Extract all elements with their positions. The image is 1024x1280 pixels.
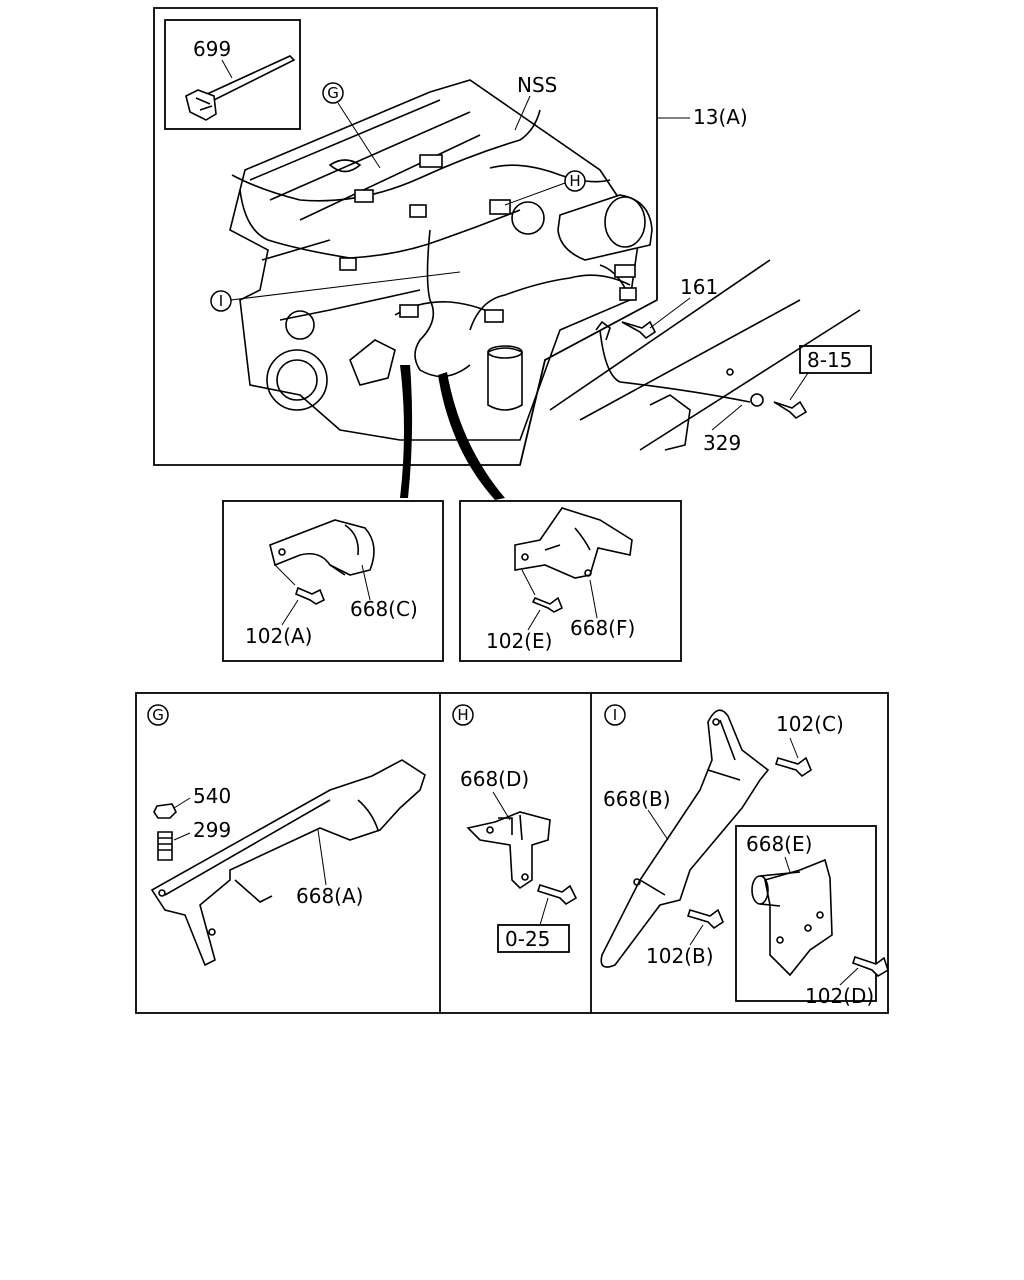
frame-rail-ground-cable bbox=[549, 259, 861, 451]
detail-668c-frame bbox=[222, 500, 444, 662]
label-668b: 668(B) bbox=[603, 787, 671, 811]
detail-panel-frame bbox=[135, 692, 889, 1014]
bolt-161 bbox=[621, 320, 657, 340]
view-marker-h-top-letter: H bbox=[569, 172, 580, 190]
inset-699-frame bbox=[164, 19, 301, 130]
bolt-8-15 bbox=[773, 400, 808, 420]
leader-to-668f bbox=[438, 372, 505, 500]
bracket-668f bbox=[514, 507, 633, 613]
view-marker-g-top bbox=[322, 82, 344, 104]
label-668d: 668(D) bbox=[460, 767, 529, 791]
label-nss: NSS bbox=[517, 73, 557, 97]
label-668f: 668(F) bbox=[570, 616, 635, 640]
view-marker-h bbox=[452, 704, 474, 726]
subview-668e-frame bbox=[735, 825, 877, 1002]
stud-299 bbox=[157, 831, 173, 861]
main-view-frame bbox=[153, 7, 658, 466]
ref-box-0-25 bbox=[497, 924, 570, 953]
label-102e: 102(E) bbox=[486, 629, 552, 653]
label-102c: 102(C) bbox=[776, 712, 844, 736]
label-8-15: 8-15 bbox=[807, 348, 852, 372]
main-engine-view: 699 bbox=[153, 7, 748, 466]
view-marker-i bbox=[604, 704, 626, 726]
view-marker-i-top bbox=[210, 290, 232, 312]
label-102a: 102(A) bbox=[245, 624, 312, 648]
bracket-668e bbox=[764, 858, 833, 977]
label-13a: 13(A) bbox=[693, 105, 748, 129]
label-299: 299 bbox=[193, 818, 231, 842]
bracket-668d bbox=[466, 811, 551, 890]
section-i: I bbox=[600, 704, 889, 1002]
view-marker-g bbox=[147, 704, 169, 726]
wiring-harness bbox=[231, 109, 637, 378]
label-668e: 668(E) bbox=[746, 832, 812, 856]
bracket-668a bbox=[150, 759, 426, 967]
engine-block bbox=[229, 79, 653, 441]
view-marker-i-top-letter: I bbox=[219, 292, 223, 310]
label-668c: 668(C) bbox=[350, 597, 418, 621]
view-marker-h-top bbox=[564, 170, 586, 192]
detail-668f-frame bbox=[459, 500, 682, 662]
ref-box-8-15 bbox=[799, 345, 872, 374]
strap-tie-699 bbox=[185, 55, 296, 121]
label-329: 329 bbox=[703, 431, 741, 455]
bracket-668b bbox=[600, 709, 770, 968]
view-marker-i-letter: I bbox=[613, 706, 617, 724]
nut-540 bbox=[153, 803, 177, 819]
label-161: 161 bbox=[680, 275, 718, 299]
section-h: H bbox=[452, 704, 578, 906]
label-102b: 102(B) bbox=[646, 944, 714, 968]
view-marker-g-top-letter: G bbox=[327, 84, 339, 102]
label-0-25: 0-25 bbox=[505, 927, 550, 951]
label-668a: 668(A) bbox=[296, 884, 363, 908]
bracket-668c bbox=[269, 519, 375, 605]
section-g: G bbox=[147, 704, 426, 967]
view-marker-h-letter: H bbox=[457, 706, 468, 724]
label-540: 540 bbox=[193, 784, 231, 808]
leader-to-668c bbox=[400, 365, 413, 498]
label-699: 699 bbox=[193, 37, 231, 61]
view-marker-g-letter: G bbox=[152, 706, 164, 724]
label-102d: 102(D) bbox=[805, 984, 874, 1008]
